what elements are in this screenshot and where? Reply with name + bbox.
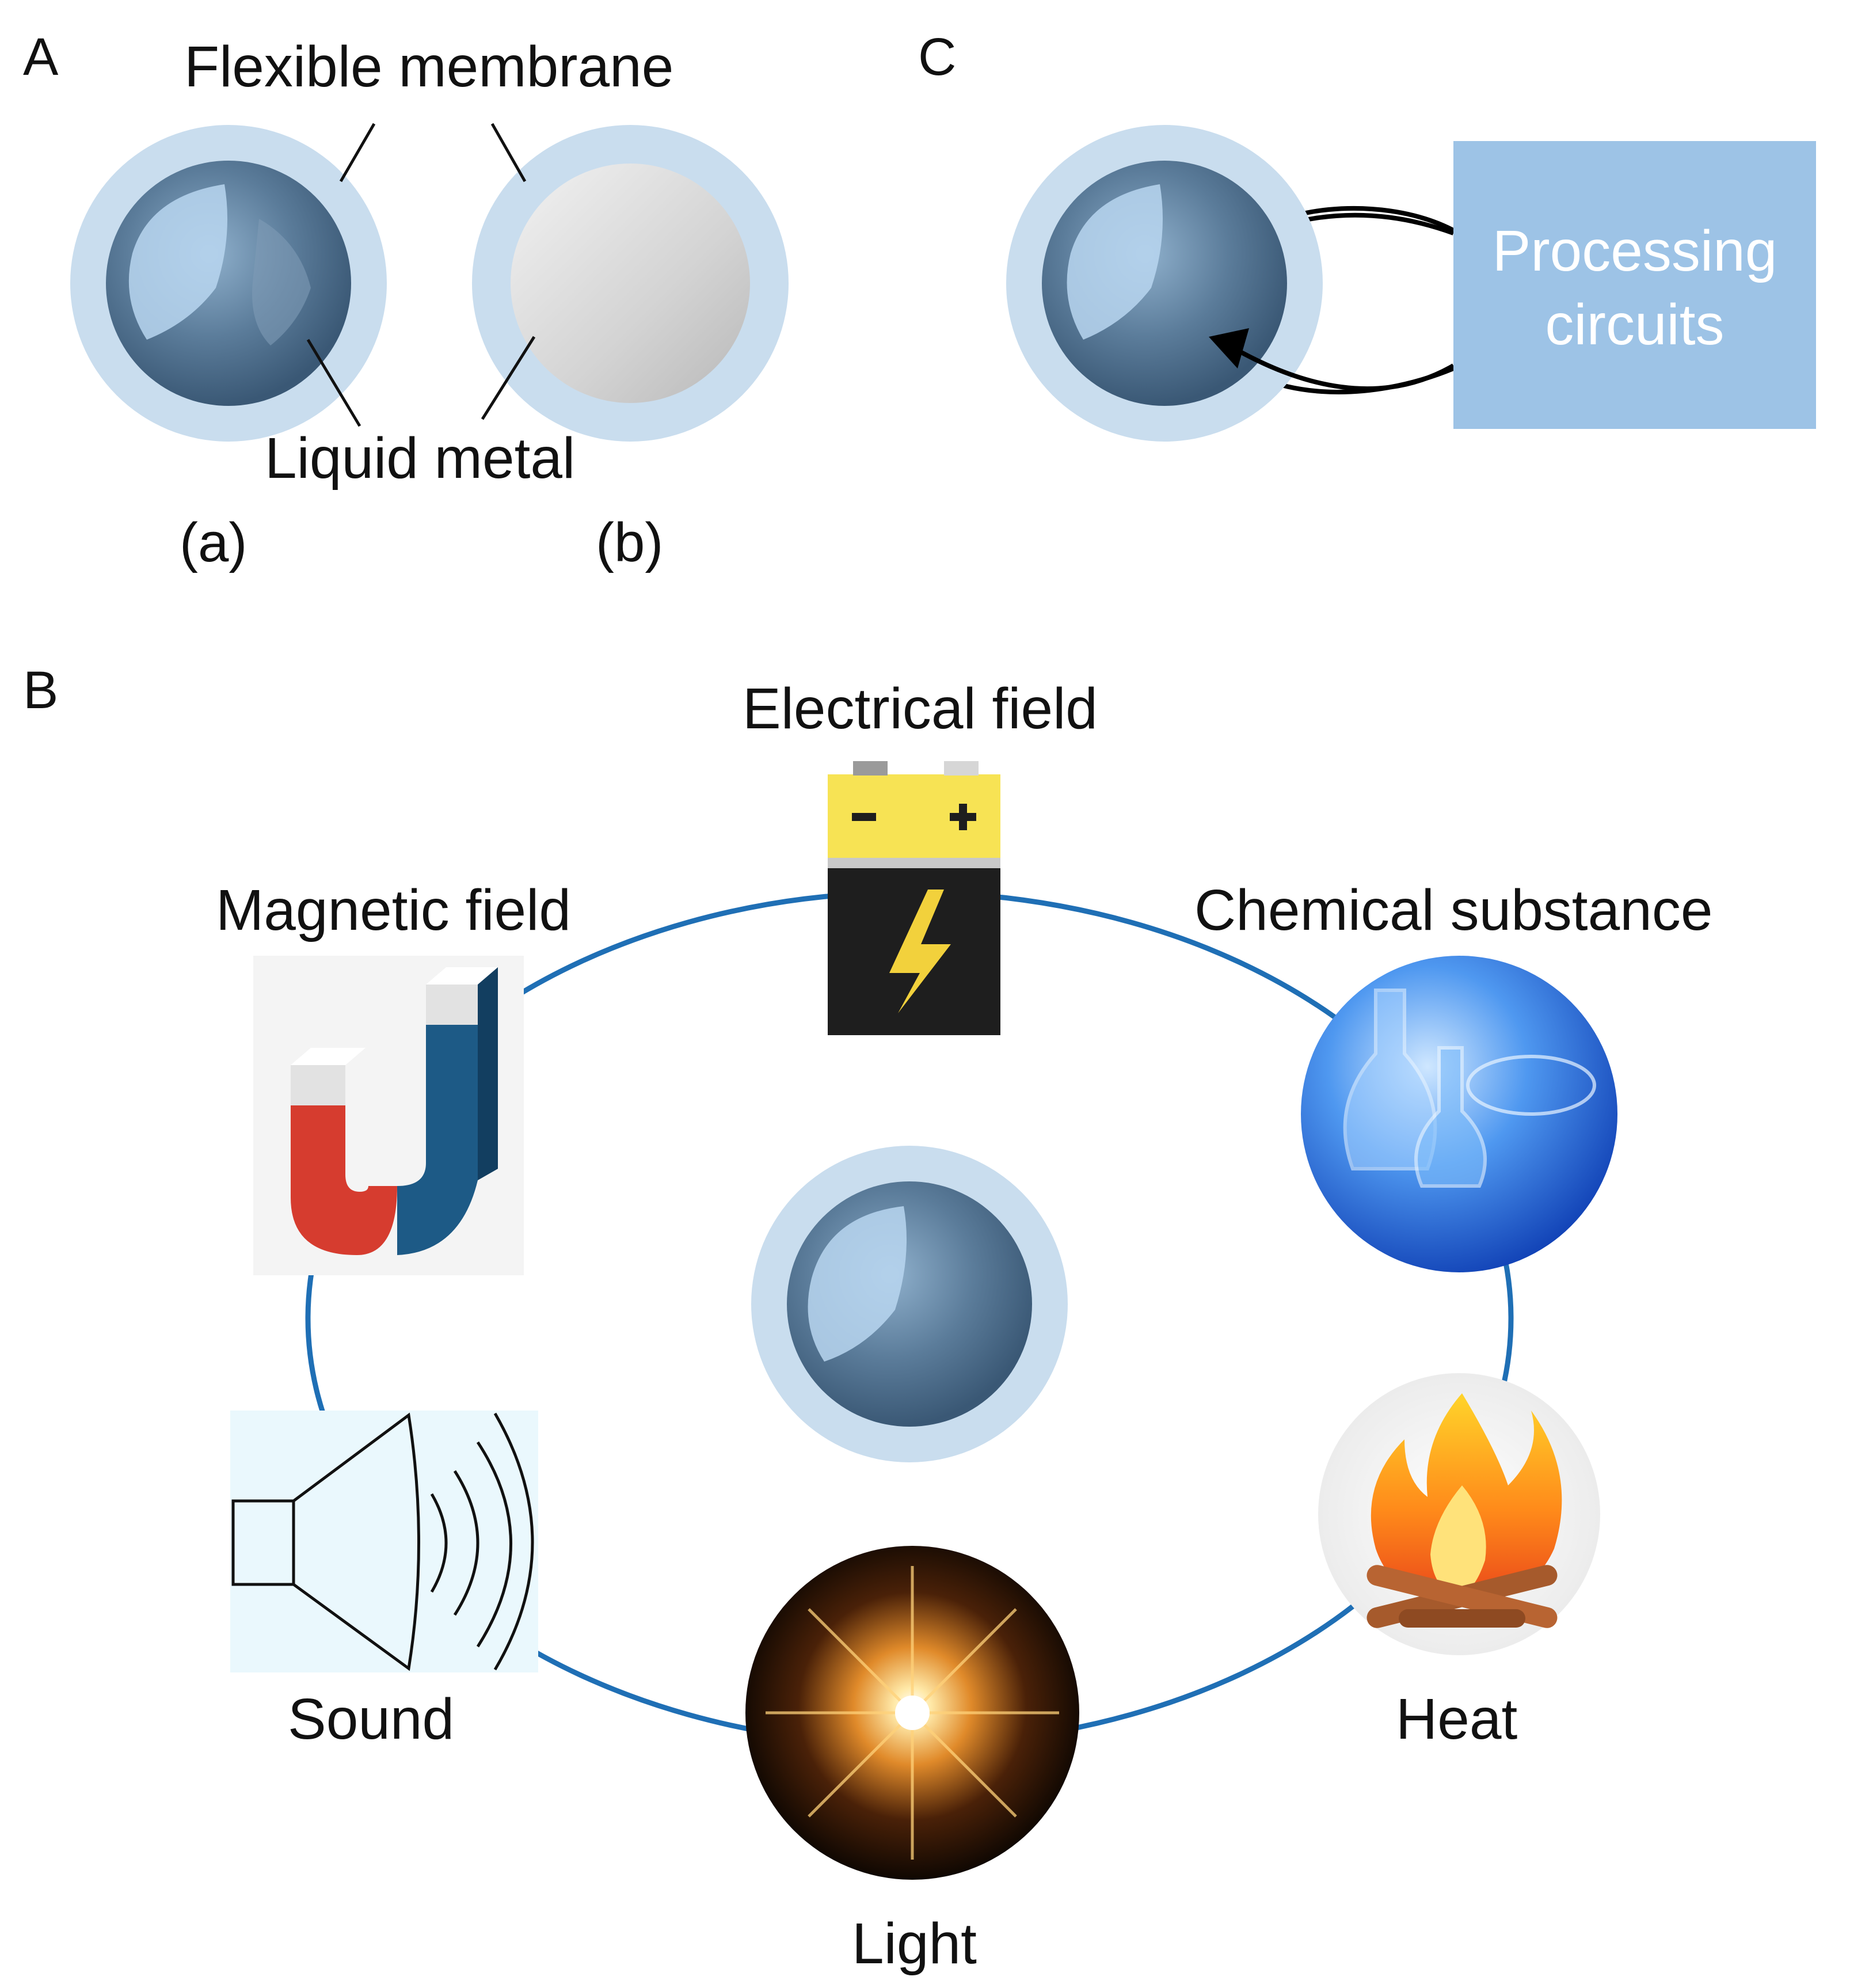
- sublabel-a: (a): [180, 512, 247, 573]
- panel-c-letter: C: [918, 28, 956, 86]
- droplet-a: [70, 125, 387, 442]
- battery-icon: [828, 761, 1000, 1035]
- light-label: Light: [852, 1911, 977, 1976]
- magnet-icon: [253, 956, 524, 1275]
- membrane-leader-b: [490, 123, 527, 183]
- heat-icon: [1318, 1373, 1600, 1655]
- panel-a-letter: A: [23, 28, 59, 86]
- liquid-leader-a: [306, 339, 361, 427]
- chemical-substance-label: Chemical substance: [1194, 878, 1712, 942]
- chemical-icon: [1301, 956, 1617, 1272]
- processing-label-line1: Processing: [1493, 219, 1777, 283]
- droplet-b: [472, 125, 789, 442]
- processing-label-line2: circuits: [1545, 292, 1724, 357]
- magnetic-field-label: Magnetic field: [216, 878, 571, 942]
- droplet-c: [1006, 125, 1323, 442]
- light-icon: [745, 1546, 1079, 1880]
- sound-label: Sound: [288, 1687, 454, 1751]
- central-droplet: [751, 1146, 1068, 1462]
- feedback-arrowhead: [1209, 328, 1249, 368]
- processing-circuits-box: [1453, 141, 1816, 429]
- flexible-membrane-label: Flexible membrane: [184, 35, 673, 99]
- feedback-arrow-return: [1227, 343, 1455, 391]
- liquid-leader-b: [481, 336, 536, 420]
- membrane-leader-a: [339, 123, 376, 183]
- sublabel-b: (b): [596, 512, 663, 573]
- liquid-metal-label: Liquid metal: [265, 426, 575, 491]
- sound-icon: [230, 1411, 538, 1672]
- electrical-field-label: Electrical field: [743, 676, 1098, 741]
- heat-label: Heat: [1396, 1687, 1517, 1751]
- panel-b-letter: B: [23, 661, 58, 720]
